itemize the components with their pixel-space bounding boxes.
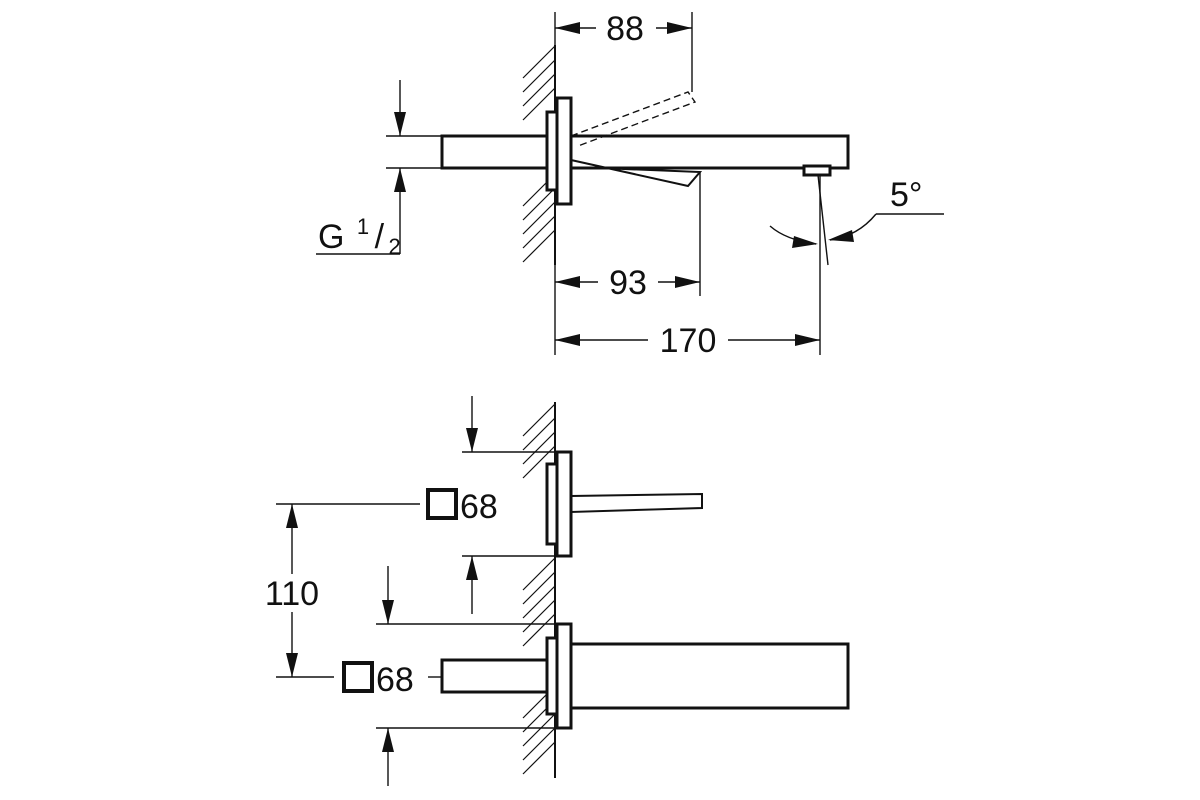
aerator: [802, 164, 832, 177]
dim-110-arrow-top: [286, 504, 298, 528]
dim-170-arrow-left: [555, 334, 580, 346]
angle-arrow-right: [828, 230, 854, 242]
dim-88-arrow-right: [667, 22, 692, 34]
dim-110-label: 110: [265, 575, 319, 613]
thread-label: G 1 / 2: [318, 214, 401, 259]
dim-93-label: 93: [609, 264, 647, 302]
dim-93-arrow-left: [555, 276, 580, 288]
side-view: 88 G 1 / 2 93 170: [316, 10, 944, 360]
wall-hatch-top: [522, 45, 556, 263]
lever-handle-down: [570, 159, 703, 188]
thread-arrow-top: [394, 112, 406, 136]
spout-plate: [555, 622, 573, 730]
square-symbol-upper: [426, 488, 458, 520]
plate-lower-arrow-top: [382, 600, 394, 624]
spout-side: [569, 134, 850, 170]
plate-upper-label: 68: [460, 488, 498, 526]
dim-88-label: 88: [606, 10, 644, 48]
plate-upper-arrow-top: [466, 428, 478, 452]
dim-93-arrow-right: [675, 276, 700, 288]
angle-label: 5°: [890, 176, 923, 214]
cover-plate-side: [555, 96, 573, 206]
square-symbol-lower: [342, 661, 374, 693]
lever-plate: [555, 450, 573, 558]
plate-lower-label: 68: [376, 661, 414, 699]
dim-110-arrow-bottom: [286, 653, 298, 677]
dim-170-arrow-right: [795, 334, 820, 346]
dim-88-arrow-left: [555, 22, 580, 34]
plate-upper-arrow-bottom: [466, 556, 478, 580]
spout-front: [569, 642, 850, 710]
thread-arrow-bottom: [394, 168, 406, 192]
lever-handle-raised: [570, 91, 697, 147]
wall-connector-front: [440, 658, 557, 694]
dim-170-label: 170: [660, 322, 717, 360]
angle-line-tilted: [817, 174, 829, 266]
angle-arrow-left: [792, 236, 818, 248]
wall-connector-side: [440, 134, 557, 170]
front-view: 68 68 110: [250, 396, 850, 786]
lever-front: [570, 492, 703, 514]
plate-lower-arrow-bottom: [382, 728, 394, 752]
wall-hatch-bottom: [522, 403, 556, 775]
